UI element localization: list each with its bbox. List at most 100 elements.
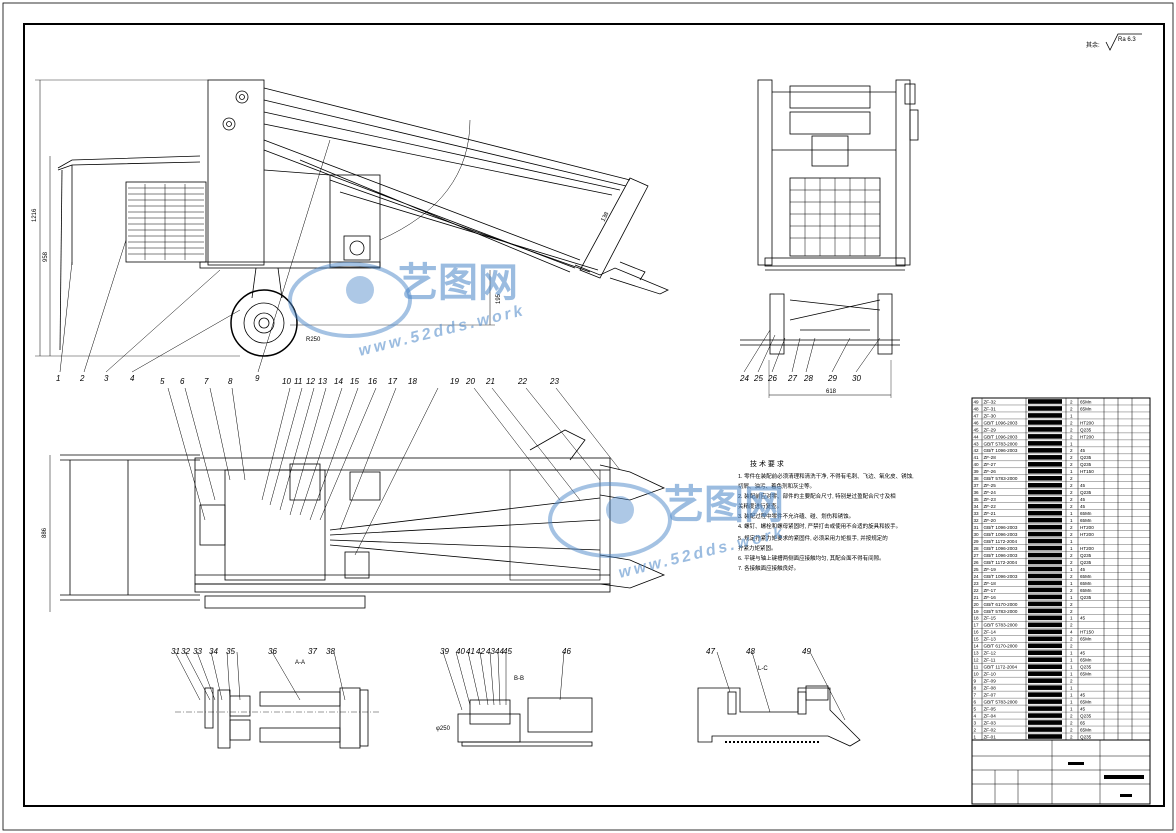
bom-qty: 1 [1070,413,1073,418]
bom-qty: 1 [1070,546,1073,551]
callout-side-1: 25 [753,374,763,383]
bom-qty: 2 [1070,434,1073,439]
bom-no: 30 [974,532,980,537]
bom-no: 18 [974,616,980,621]
bom-name-block [1028,510,1062,516]
svg-text:7. 各接触面应接触良好。: 7. 各接触面应接触良好。 [738,564,799,572]
svg-text:Ra 6.3: Ra 6.3 [1118,37,1136,43]
bom-qty: 2 [1070,713,1073,718]
bom-material: 45 [1080,483,1086,488]
bom-code: GB/T 5783-2000 [984,441,1018,446]
bom-qty: 2 [1070,734,1073,739]
bom-code: GB/T 1096-2003 [984,553,1018,558]
bom-name-block [1028,524,1062,530]
callout-top-3: 8 [228,377,233,386]
bom-code: ZF-10 [984,672,997,677]
bom-material: Q235 [1080,427,1092,432]
callout-bb-0: 39 [440,647,449,656]
callout-cc-0: 47 [706,647,715,656]
bom-material: Q235 [1080,490,1092,495]
bom-qty: 1 [1070,616,1073,621]
bom-no: 3 [974,720,977,725]
bom-qty: 1 [1070,693,1073,698]
bom-qty: 1 [1070,651,1073,656]
bom-qty: 2 [1070,483,1073,488]
bom-name-block [1028,713,1062,718]
callout-front-3: 4 [130,374,135,383]
bom-material: 65Mn [1080,518,1092,523]
bom-code: ZF-17 [984,588,997,593]
callout-bb-1: 40 [456,647,465,656]
callout-side-0: 24 [739,374,749,383]
bom-code: ZF-01 [984,734,997,739]
callout-side-5: 29 [827,374,837,383]
bom-material: 65Mn [1080,637,1092,642]
callout-top-17: 23 [549,377,559,386]
bom-qty: 1 [1070,658,1073,663]
svg-text:技 术 要 求: 技 术 要 求 [750,459,784,468]
callout-aa-7: 38 [326,647,335,656]
bom-code: ZF-16 [984,595,997,600]
bom-no: 38 [974,476,980,481]
bom-name-block [1028,706,1062,711]
bom-no: 9 [974,679,977,684]
roughness-symbol: 其余: Ra 6.3 [1086,33,1142,51]
bom-no: 32 [974,518,980,523]
bom-name-block [1028,720,1062,725]
callout-top-8: 14 [334,377,343,386]
svg-text:2. 装配前应对零、部件的主要配合尺寸, 特别是过盈配合尺寸: 2. 装配前应对零、部件的主要配合尺寸, 特别是过盈配合尺寸及相 [738,492,896,500]
bom-name-block [1028,448,1062,453]
bom-name-block [1028,503,1062,509]
bom-no: 15 [974,637,980,642]
callout-top-5: 11 [294,377,302,386]
callout-aa-1: 32 [181,647,190,656]
bom-code: ZF-24 [984,490,997,495]
bom-no: 31 [974,525,980,530]
bom-code: GB/T 5783-2000 [984,476,1018,481]
bom-no: 41 [974,455,980,460]
bom-qty: 2 [1070,504,1073,509]
bom-no: 14 [974,644,980,649]
bom-no: 28 [974,546,980,551]
bom-name-block [1028,685,1062,690]
bom-code: GB/T 1096-2003 [984,574,1018,579]
svg-text:艺图网: 艺图网 [664,483,784,527]
bom-name-block [1028,420,1062,425]
callout-top-10: 16 [368,377,377,386]
callout-top-2: 7 [204,377,209,386]
bom-no: 27 [974,553,980,558]
bom-no: 16 [974,630,980,635]
bom-qty: 1 [1070,511,1073,516]
bom-code: ZF-03 [984,720,997,725]
callout-bb-4: 43 [486,647,495,656]
callout-bb-3: 42 [476,647,485,656]
front-view: 1216 958 195 R250 138 1 2 3 4 9 [32,79,669,383]
bom-material: 65Mn [1080,581,1092,586]
bom-material: Q235 [1080,462,1092,467]
callout-aa-2: 33 [193,647,202,656]
bom-code: ZF-26 [984,469,997,474]
bom-name-block [1028,643,1062,649]
bom-material: HT200 [1080,532,1094,537]
bom-no: 44 [974,434,980,439]
bom-code: ZF-14 [984,630,997,635]
bom-qty: 1 [1070,700,1073,705]
bom-qty: 2 [1070,448,1073,453]
bom-material: 65Mn [1080,727,1092,732]
bom-code: GB/T 1172-2004 [984,539,1018,544]
bom-material: 45 [1080,567,1086,572]
bom-material: 65Mn [1080,511,1092,516]
bom-code: ZF-08 [984,686,997,691]
svg-text:138: 138 [600,211,610,223]
callout-top-1: 6 [180,377,185,386]
bom-material: HT150 [1080,469,1094,474]
svg-text:1216: 1216 [32,208,38,222]
bom-qty: 2 [1070,602,1073,607]
callout-top-15: 21 [485,377,495,386]
bom-code: GB/T 5783-2000 [984,609,1018,614]
bom-name-block [1028,413,1062,418]
callout-front-4: 9 [255,374,260,383]
section-bb: B-B φ250 39 40 41 42 43 44 45 46 [436,647,593,747]
svg-text:886: 886 [42,527,48,538]
top-view: 886 5 6 7 8 10 11 12 13 14 15 16 17 18 1… [42,377,666,612]
